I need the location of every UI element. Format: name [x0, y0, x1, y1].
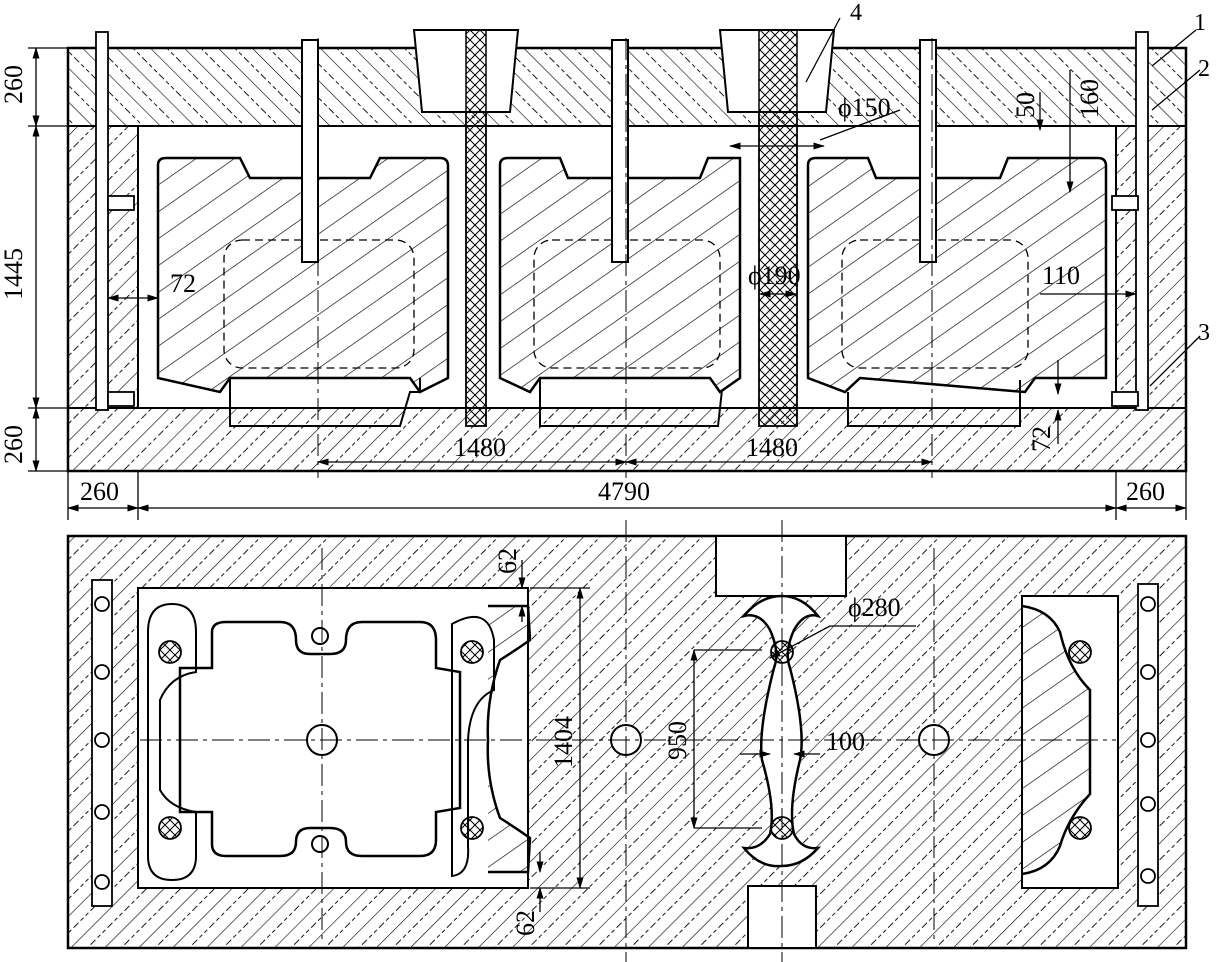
plan-view: [66, 520, 1188, 962]
dim-62-top: 62: [493, 548, 522, 574]
dim-mid-height: 1445: [0, 248, 28, 300]
side-pins: [95, 31, 1149, 411]
dim-100: 100: [826, 727, 865, 756]
plan-side-pins: [91, 579, 1159, 907]
plan-notch: [715, 535, 847, 597]
dim-950: 950: [663, 721, 692, 760]
dim-wall-72-bottom: 72: [1027, 426, 1056, 452]
callout-1: 1: [1194, 10, 1206, 36]
section-view: [28, 17, 1201, 520]
callout-3: 3: [1198, 320, 1210, 346]
labels: 260 1445 260 260 4790 260 1480 1480 72 7…: [0, 0, 1210, 936]
dim-dia-150: ϕ150: [838, 93, 891, 122]
ingot-middle: [498, 156, 742, 394]
plan-center-profile: [740, 594, 822, 868]
dim-bottom-height: 260: [0, 425, 28, 464]
dim-total-width: 4790: [598, 477, 650, 506]
dim-50: 50: [1011, 92, 1040, 118]
right-wall: [1115, 125, 1187, 409]
dim-160: 160: [1075, 79, 1104, 118]
center-lines: [317, 38, 933, 478]
dim-1404: 1404: [549, 716, 578, 768]
callout-4: 4: [850, 0, 862, 26]
dim-62-bottom: 62: [511, 910, 540, 936]
dim-spacing-left: 1480: [454, 433, 506, 462]
bottom-cavity-profile: [229, 378, 1021, 427]
dim-wall-72-left: 72: [170, 269, 196, 298]
ingot-right: [806, 156, 1108, 394]
dim-gap-110: 110: [1042, 261, 1080, 290]
callout-2: 2: [1198, 56, 1210, 82]
dimension-lines: [28, 46, 1188, 520]
callout-leaders: [805, 17, 1201, 387]
dim-top-height: 260: [0, 65, 28, 104]
dim-spacing-right: 1480: [746, 433, 798, 462]
vent-rods: [301, 39, 937, 263]
dim-dia-280: ϕ280: [848, 593, 901, 622]
dim-left-width: 260: [80, 477, 119, 506]
dim-dia-190: ϕ190: [748, 261, 801, 290]
dim-right-width: 260: [1126, 477, 1165, 506]
ingot-left: [156, 156, 450, 394]
